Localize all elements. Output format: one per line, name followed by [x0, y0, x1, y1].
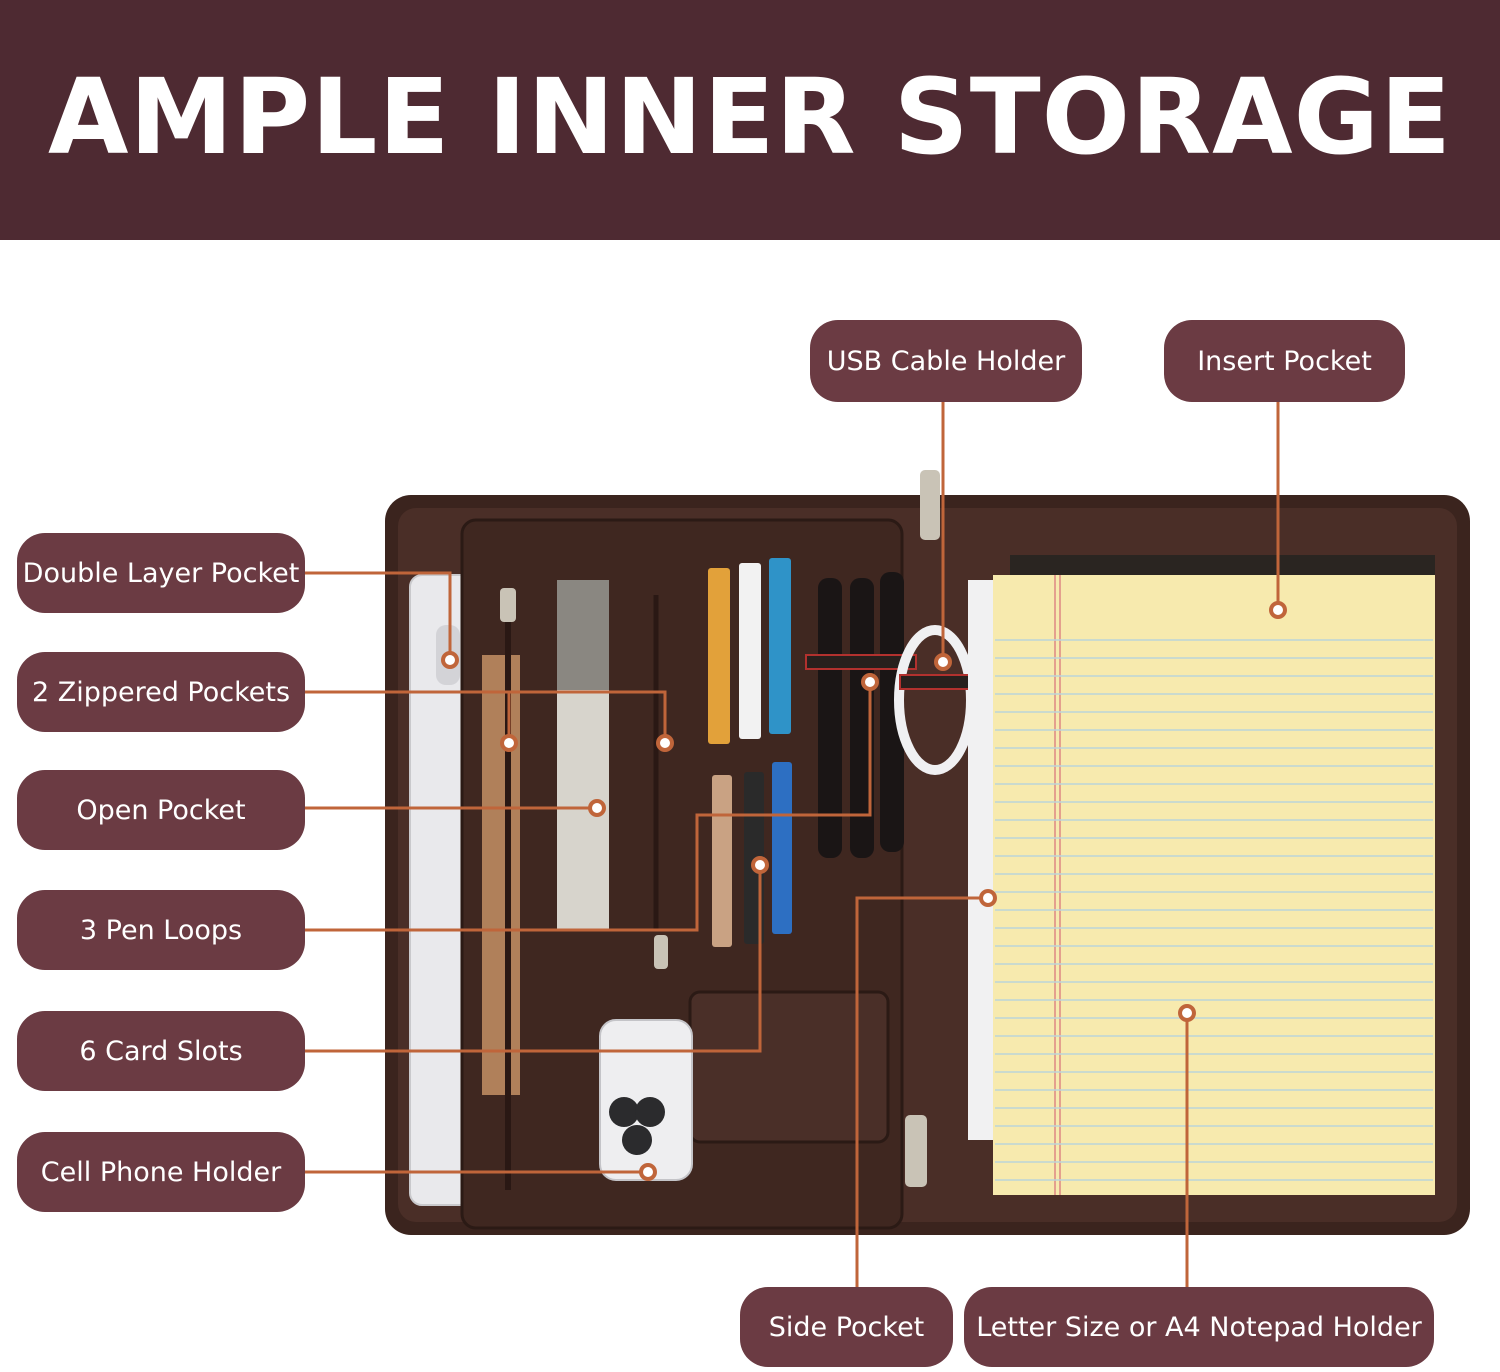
- zipper-middle-pull: [654, 935, 668, 969]
- label-open-pocket: Open Pocket: [17, 770, 305, 850]
- paper-sleeve: [482, 655, 520, 1095]
- spine-zipper-top: [920, 470, 940, 540]
- notepad-rule-lines: [995, 639, 1433, 1181]
- card-6: [772, 762, 792, 934]
- label-cell-phone-holder: Cell Phone Holder: [17, 1132, 305, 1212]
- card-2: [739, 563, 761, 739]
- card-1: [708, 568, 730, 744]
- pen-2: [850, 578, 874, 858]
- pen-1: [818, 578, 842, 858]
- notepad: [993, 575, 1435, 1195]
- label-side-pocket: Side Pocket: [740, 1287, 953, 1367]
- page-title: AMPLE INNER STORAGE: [47, 56, 1453, 178]
- label-usb-cable-holder: USB Cable Holder: [810, 320, 1082, 402]
- title-banner: AMPLE INNER STORAGE: [0, 0, 1500, 240]
- label-pen-loops: 3 Pen Loops: [17, 890, 305, 970]
- label-insert-pocket: Insert Pocket: [1164, 320, 1405, 402]
- label-zippered-pockets: 2 Zippered Pockets: [17, 652, 305, 732]
- callout-dots: [441, 601, 1287, 1181]
- card-4: [712, 775, 732, 947]
- card-3: [769, 558, 791, 734]
- leader-lines: [305, 402, 1280, 1288]
- zipper-left-pull: [500, 588, 516, 622]
- spine-zipper-bottom: [905, 1115, 927, 1187]
- label-double-layer-pocket: Double Layer Pocket: [17, 533, 305, 613]
- pen-3: [880, 572, 904, 852]
- label-notepad-holder: Letter Size or A4 Notepad Holder: [964, 1287, 1434, 1367]
- label-card-slots: 6 Card Slots: [17, 1011, 305, 1091]
